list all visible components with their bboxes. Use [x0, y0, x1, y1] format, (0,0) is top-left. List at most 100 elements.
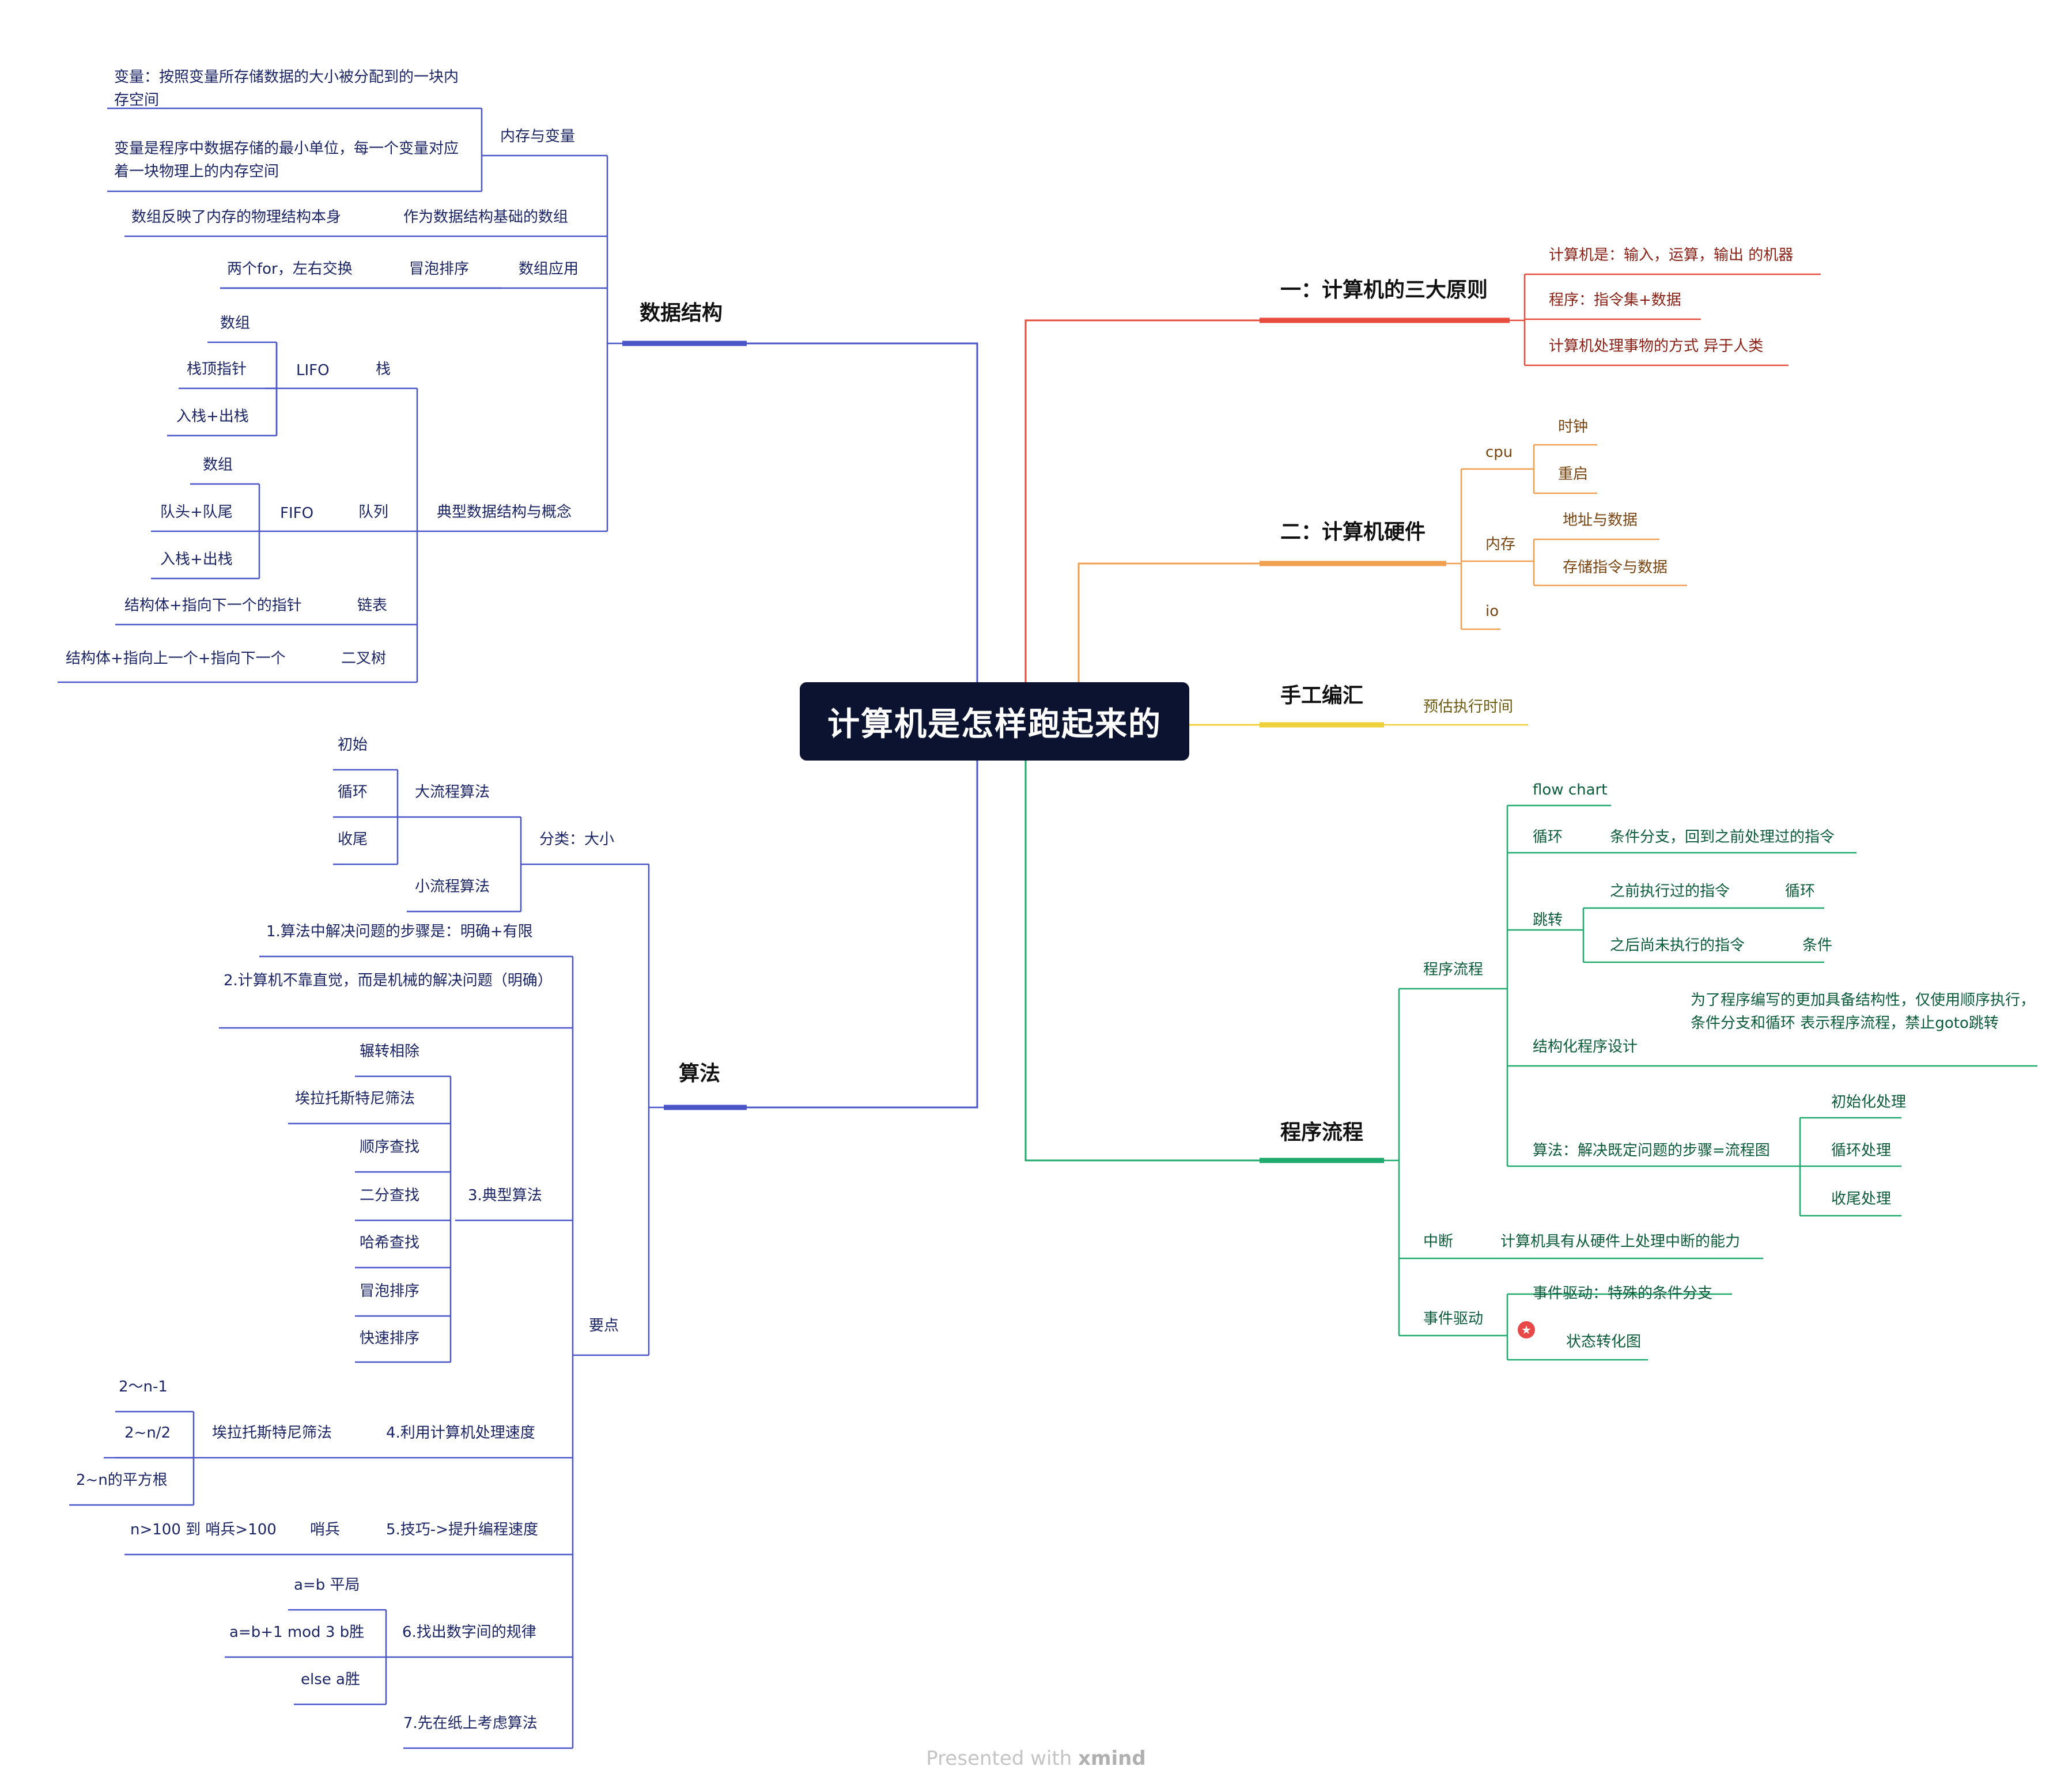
ds-queue[interactable]: 队列 — [358, 504, 389, 521]
ds-array[interactable]: 作为数据结构基础的数组 — [403, 209, 569, 226]
ds-typical[interactable]: 典型数据结构与概念 — [437, 504, 572, 521]
ds-stack-lifo[interactable]: LIFO — [296, 362, 330, 379]
ds-memvar-item[interactable]: 变量是程序中数据存储的最小单位，每一个变量对应着一块物理上的内存空间 — [114, 140, 459, 180]
flow-jump-before[interactable]: 之前执行过的指令 — [1610, 883, 1730, 900]
flow-algorithm-item[interactable]: 初始化处理 — [1831, 1094, 1907, 1111]
principle-item[interactable]: 计算机是：输入，运算，输出 的机器 — [1549, 247, 1794, 264]
flow-algorithm-item[interactable]: 收尾处理 — [1831, 1190, 1892, 1208]
ds-memvar[interactable]: 内存与变量 — [500, 128, 576, 145]
footer-prefix: Presented with — [926, 1747, 1079, 1770]
algo-point-6-item[interactable]: else a胜 — [301, 1671, 360, 1688]
branch-connectors — [622, 319, 1260, 1162]
ds-app-sort[interactable]: 冒泡排序 — [409, 260, 470, 278]
branch-algorithm[interactable]: 算法 — [679, 1062, 721, 1086]
flow-jump-after[interactable]: 之后尚未执行的指令 — [1610, 937, 1745, 954]
flow-program-flow[interactable]: 程序流程 — [1423, 961, 1484, 978]
algo-point-4-item[interactable]: 2～n-1 — [119, 1378, 168, 1396]
algo-typical-item[interactable]: 二分查找 — [360, 1187, 420, 1204]
algo-point-4-sieve[interactable]: 埃拉托斯特尼筛法 — [212, 1424, 332, 1442]
root-topic[interactable]: 计算机是怎样跑起来的 — [800, 682, 1189, 761]
algo-points[interactable]: 要点 — [589, 1317, 619, 1334]
ds-list[interactable]: 链表 — [357, 597, 388, 614]
algo-point-4-item[interactable]: 2~n的平方根 — [76, 1472, 168, 1489]
algo-point-5-detail[interactable]: n>100 到 哨兵>100 — [130, 1521, 277, 1538]
ds-stack-item[interactable]: 栈顶指针 — [187, 361, 247, 378]
ds-queue-item[interactable]: 数组 — [203, 456, 233, 474]
flow-event-item[interactable]: 状态转化图 — [1566, 1333, 1642, 1351]
footer-brand: xmind — [1078, 1747, 1146, 1770]
flow-algorithm-item[interactable]: 循环处理 — [1831, 1142, 1892, 1159]
branch-underlines — [622, 317, 1510, 1163]
ds-stack[interactable]: 栈 — [376, 361, 391, 378]
algo-typical-item[interactable]: 埃拉托斯特尼筛法 — [295, 1090, 415, 1107]
ds-queue-fifo[interactable]: FIFO — [280, 505, 314, 522]
ds-stack-item[interactable]: 数组 — [220, 315, 251, 332]
algo-point-3[interactable]: 3.典型算法 — [468, 1187, 542, 1204]
hardware-memory[interactable]: 内存 — [1485, 536, 1516, 553]
star-icon: ★ — [1518, 1321, 1535, 1338]
algo-point-4-item[interactable]: 2~n/2 — [124, 1424, 171, 1442]
branch-flow[interactable]: 程序流程 — [1280, 1121, 1364, 1144]
ds-tree[interactable]: 二叉树 — [341, 650, 387, 667]
flow-jump-after-tag[interactable]: 条件 — [1802, 937, 1833, 954]
algo-lines — [69, 769, 664, 1749]
algo-point-5-sentinel[interactable]: 哨兵 — [310, 1521, 341, 1538]
assembly-item[interactable]: 预估执行时间 — [1423, 698, 1514, 716]
algo-point-6-item[interactable]: a=b+1 mod 3 b胜 — [229, 1624, 365, 1641]
algo-big-item[interactable]: 初始 — [338, 736, 368, 754]
principle-item[interactable]: 计算机处理事物的方式 异于人类 — [1549, 338, 1764, 355]
ds-array-item[interactable]: 数组反映了内存的物理结构本身 — [131, 209, 342, 226]
algo-typical-item[interactable]: 哈希查找 — [360, 1234, 420, 1251]
algo-point-4[interactable]: 4.利用计算机处理速度 — [386, 1424, 535, 1442]
flow-event[interactable]: 事件驱动 — [1423, 1310, 1484, 1328]
flow-structured[interactable]: 结构化程序设计 — [1533, 1038, 1638, 1056]
ds-list-item[interactable]: 结构体+指向下一个的指针 — [124, 597, 302, 614]
algo-typical-item[interactable]: 快速排序 — [360, 1330, 420, 1347]
algo-typical-item[interactable]: 辗转相除 — [360, 1043, 420, 1060]
algo-point-5[interactable]: 5.技巧->提升编程速度 — [386, 1521, 538, 1538]
flow-structured-desc[interactable]: 为了程序编写的更加具备结构性，仅使用顺序执行，条件分支和循环 表示程序流程，禁止… — [1691, 992, 2036, 1032]
branch-hardware[interactable]: 二：计算机硬件 — [1280, 520, 1426, 544]
hardware-cpu[interactable]: cpu — [1485, 444, 1513, 461]
algo-big-item[interactable]: 收尾 — [338, 831, 368, 848]
hardware-cpu-item[interactable]: 重启 — [1558, 466, 1589, 483]
hardware-cpu-item[interactable]: 时钟 — [1558, 418, 1589, 436]
algo-classify-small[interactable]: 小流程算法 — [415, 878, 490, 895]
hardware-memory-item[interactable]: 存储指令与数据 — [1563, 559, 1668, 576]
ds-queue-item[interactable]: 入栈+出栈 — [160, 551, 233, 568]
ds-stack-item[interactable]: 入栈+出栈 — [176, 408, 249, 425]
algo-classify-big[interactable]: 大流程算法 — [415, 784, 490, 801]
algo-classify[interactable]: 分类：大小 — [539, 831, 615, 848]
flow-jump-before-tag[interactable]: 循环 — [1785, 883, 1816, 900]
flow-loop[interactable]: 循环 — [1533, 829, 1563, 846]
flow-event-item[interactable]: 事件驱动：特殊的条件分支 — [1533, 1285, 1713, 1302]
ds-app-detail[interactable]: 两个for，左右交换 — [227, 260, 353, 278]
algo-typical-item[interactable]: 冒泡排序 — [360, 1283, 420, 1300]
flow-loop-desc[interactable]: 条件分支，回到之前处理过的指令 — [1610, 829, 1835, 846]
flow-algorithm[interactable]: 算法：解决既定问题的步骤=流程图 — [1533, 1142, 1770, 1159]
flow-flowchart[interactable]: flow chart — [1533, 781, 1608, 799]
algo-point-1[interactable]: 1.算法中解决问题的步骤是：明确+有限 — [266, 923, 533, 940]
flow-interrupt[interactable]: 中断 — [1423, 1233, 1454, 1250]
algo-point-6[interactable]: 6.找出数字间的规律 — [402, 1624, 536, 1641]
flow-jump[interactable]: 跳转 — [1533, 912, 1563, 929]
hardware-io[interactable]: io — [1485, 603, 1499, 620]
branch-principles[interactable]: 一：计算机的三大原则 — [1280, 278, 1488, 302]
algo-big-item[interactable]: 循环 — [338, 784, 368, 801]
algo-point-2[interactable]: 2.计算机不靠直觉，而是机械的解决问题（明确） — [224, 972, 553, 989]
hardware-lines — [1446, 444, 1687, 630]
flow-interrupt-desc[interactable]: 计算机具有从硬件上处理中断的能力 — [1500, 1233, 1741, 1250]
ds-app[interactable]: 数组应用 — [519, 260, 579, 278]
ds-lines — [58, 107, 622, 683]
hardware-memory-item[interactable]: 地址与数据 — [1563, 512, 1638, 529]
algo-typical-item[interactable]: 顺序查找 — [360, 1139, 420, 1156]
algo-point-7[interactable]: 7.先在纸上考虑算法 — [403, 1715, 538, 1732]
algo-point-6-item[interactable]: a=b 平局 — [294, 1576, 360, 1594]
branch-data-structure[interactable]: 数据结构 — [640, 301, 723, 325]
ds-memvar-item[interactable]: 变量：按照变量所存储数据的大小被分配到的一块内存空间 — [114, 69, 459, 109]
branch-assembly[interactable]: 手工编汇 — [1280, 684, 1364, 708]
ds-tree-item[interactable]: 结构体+指向上一个+指向下一个 — [66, 650, 286, 667]
principle-item[interactable]: 程序：指令集+数据 — [1549, 292, 1681, 309]
ds-queue-item[interactable]: 队头+队尾 — [160, 504, 233, 521]
